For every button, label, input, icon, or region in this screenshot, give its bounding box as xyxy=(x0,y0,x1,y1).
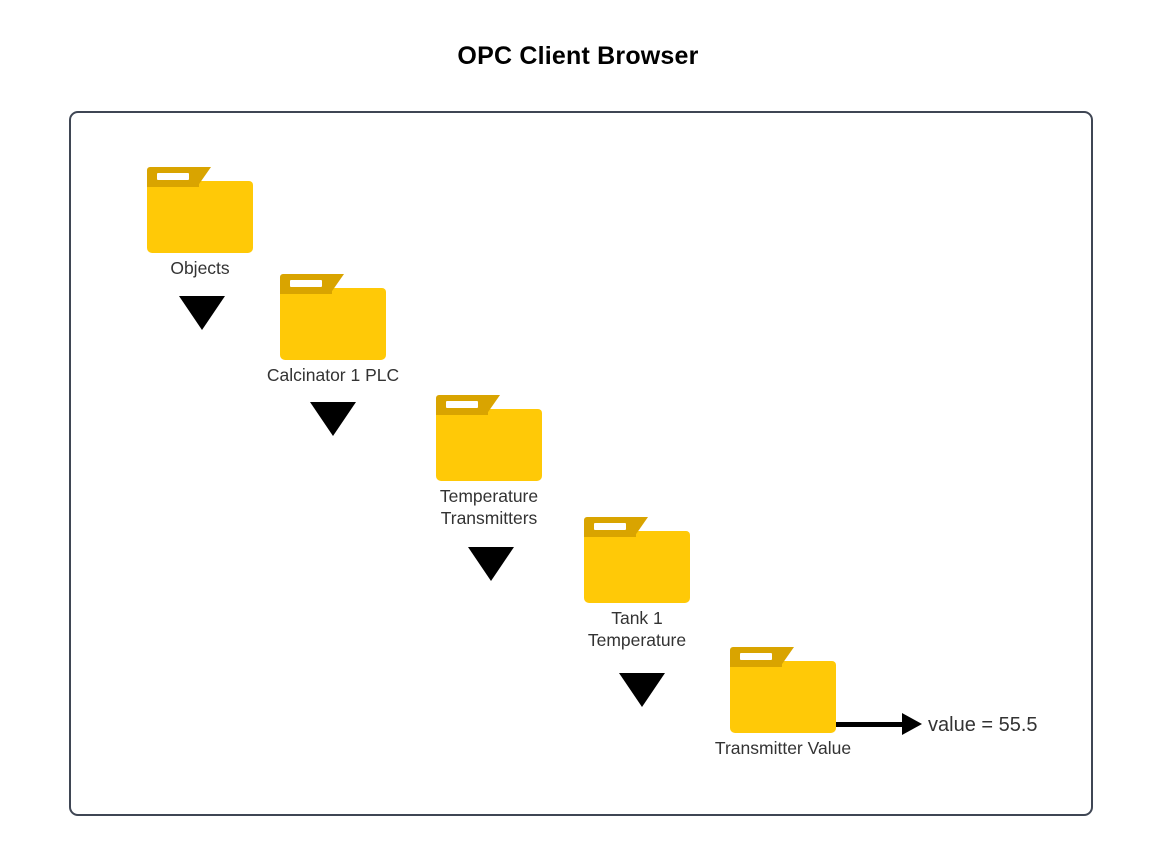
node-label: Tank 1 Temperature xyxy=(587,608,687,650)
folder-body xyxy=(436,409,542,481)
value-arrow-line xyxy=(836,722,904,727)
folder-icon xyxy=(730,647,836,733)
folder-tab-notch xyxy=(780,647,794,667)
connector-down-triangle-2 xyxy=(310,402,356,436)
folder-tab-notch xyxy=(486,395,500,415)
folder-body xyxy=(584,531,690,603)
value-arrow-head xyxy=(902,713,922,735)
folder-icon xyxy=(147,167,253,253)
folder-icon xyxy=(280,274,386,360)
folder-tab-stripe xyxy=(740,653,772,660)
folder-tab-stripe xyxy=(594,523,626,530)
folder-tab-stripe xyxy=(157,173,189,180)
folder-tab-stripe xyxy=(446,401,478,408)
node-label: Transmitter Value xyxy=(714,738,852,758)
connector-down-triangle-3 xyxy=(468,547,514,581)
page-title: OPC Client Browser xyxy=(457,42,699,70)
folder-tab-notch xyxy=(634,517,648,537)
folder-body xyxy=(147,181,253,253)
folder-icon xyxy=(436,395,542,481)
value-readout: value = 55.5 xyxy=(928,714,1038,736)
node-label: Temperature Transmitters xyxy=(439,486,539,528)
node-tank-1-temperature[interactable]: Tank 1 Temperature xyxy=(584,517,690,650)
folder-icon xyxy=(584,517,690,603)
node-temperature-transmitters[interactable]: Temperature Transmitters xyxy=(436,395,542,528)
folder-tab-notch xyxy=(330,274,344,294)
node-label: Objects xyxy=(170,258,230,278)
folder-tab-stripe xyxy=(290,280,322,287)
folder-body xyxy=(280,288,386,360)
node-label: Calcinator 1 PLC xyxy=(266,365,400,385)
folder-tab-notch xyxy=(197,167,211,187)
node-transmitter-value[interactable]: Transmitter Value xyxy=(715,647,851,758)
node-objects[interactable]: Objects xyxy=(147,167,253,278)
connector-down-triangle-1 xyxy=(179,296,225,330)
node-calcinator-1-plc[interactable]: Calcinator 1 PLC xyxy=(267,274,399,385)
connector-down-triangle-4 xyxy=(619,673,665,707)
diagram-panel: Objects Calcinator 1 PLC xyxy=(69,111,1093,816)
folder-body xyxy=(730,661,836,733)
